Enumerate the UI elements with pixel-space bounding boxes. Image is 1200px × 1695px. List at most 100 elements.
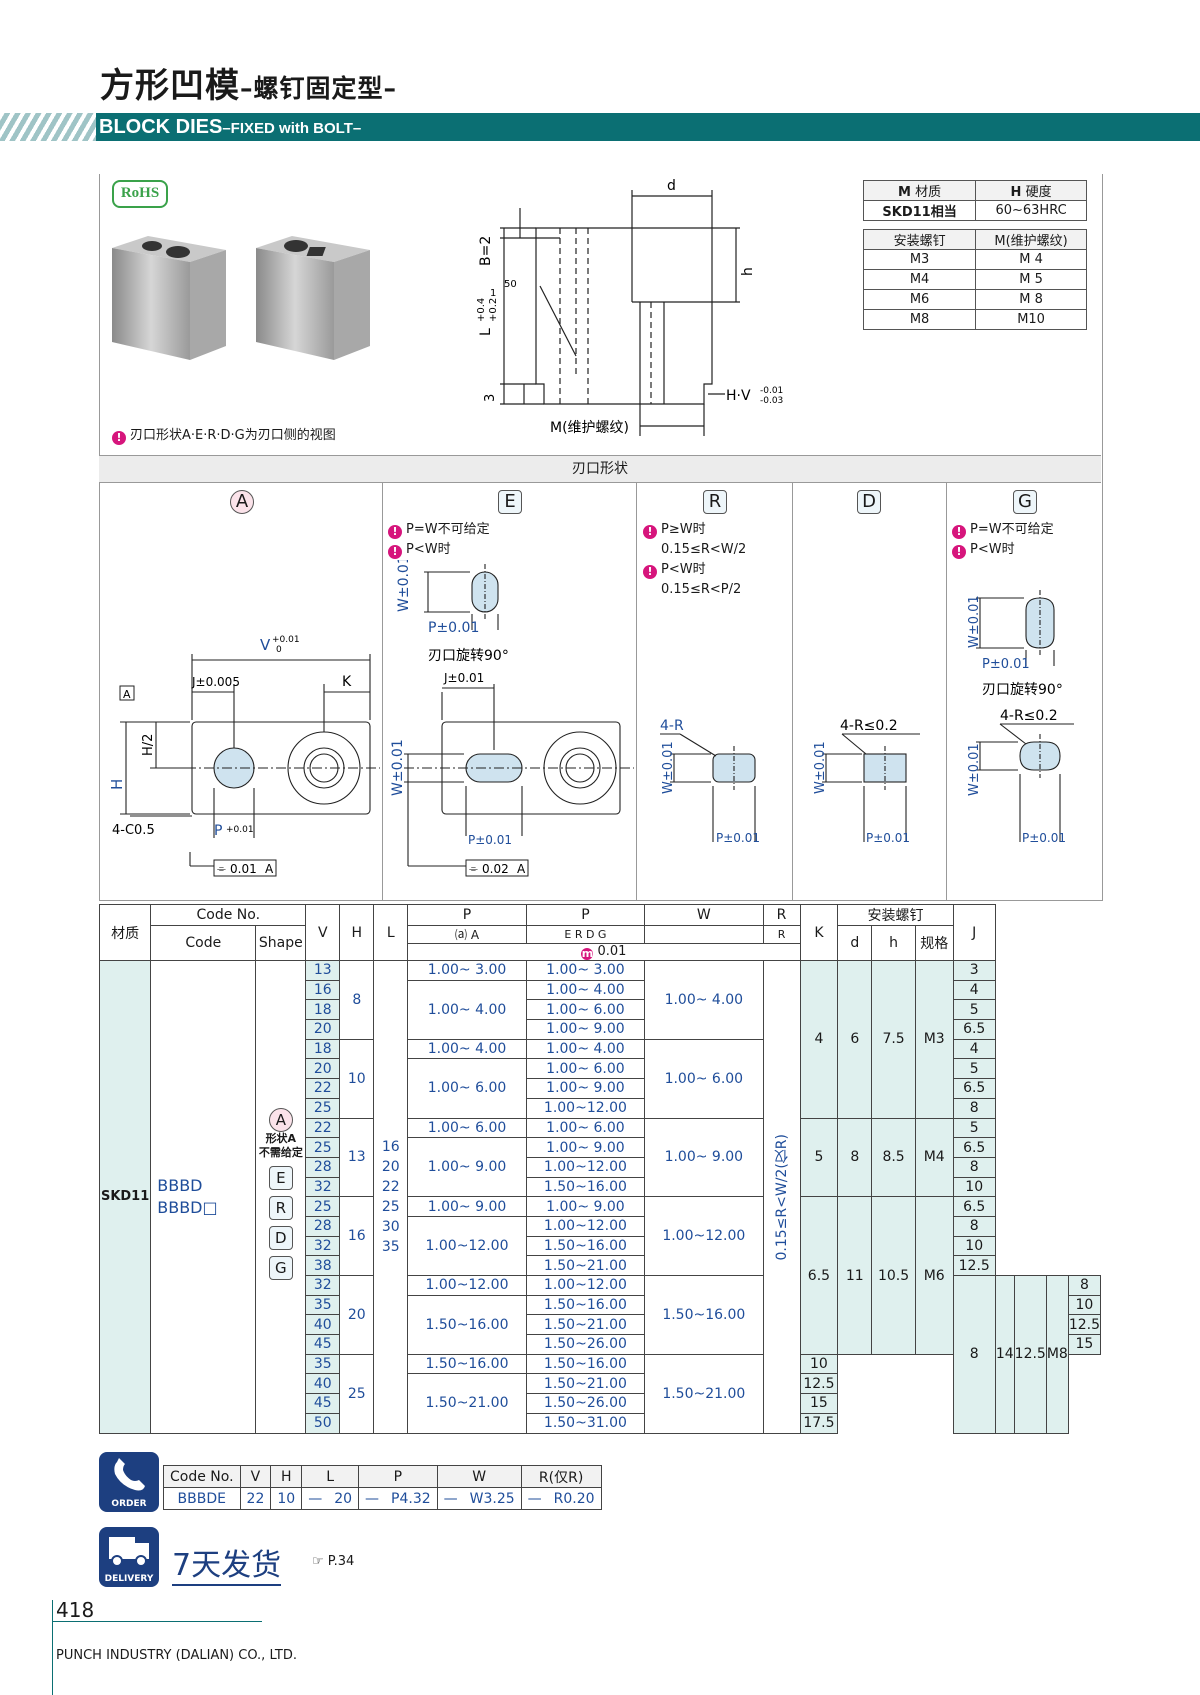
shape-g-label: G: [1013, 490, 1037, 514]
shape-e-label: E: [498, 490, 522, 514]
shape-d-label: D: [857, 490, 881, 514]
svg-text:0.01: 0.01: [230, 862, 257, 876]
table-cell: 0.15≤R<W/2(仅R): [762, 960, 801, 1434]
table-cell: 12.5: [799, 1373, 839, 1395]
table-header-cell: P: [525, 904, 646, 926]
table-header-cell: 安装螺钉: [837, 904, 954, 926]
table-header-cell: L: [373, 904, 409, 961]
shape-d-drawing: 4-R≤0.2 W±0.01 P±0.01: [813, 718, 920, 845]
table-cell: 1.00~ 4.00: [407, 979, 527, 1040]
table-cell: 8: [1067, 1275, 1102, 1296]
divider: [792, 482, 793, 900]
table-cell: 20: [339, 1275, 375, 1355]
svg-text:W±0.01: W±0.01: [661, 741, 676, 794]
table-cell: 1.00~ 9.00: [407, 1196, 527, 1217]
table-cell: 20: [305, 1058, 341, 1080]
table-cell: 25: [305, 1196, 341, 1217]
table-cell: 10: [952, 1176, 996, 1198]
block-photo-1: [112, 236, 226, 360]
svg-text:4-R≤0.2: 4-R≤0.2: [1000, 708, 1058, 724]
table-cell: 13: [305, 960, 341, 981]
svg-text:1: 1: [490, 288, 496, 299]
svg-text:⌯: ⌯: [469, 862, 478, 875]
table-cell: SKD11: [98, 960, 152, 1434]
table-cell: 1.00~12.00: [525, 1275, 646, 1296]
svg-text:A: A: [265, 862, 274, 876]
table-cell: 1.00~ 6.00: [525, 1058, 646, 1080]
table-cell: 1.00~ 6.00: [644, 1038, 764, 1119]
table-cell: 1.00~12.00: [525, 1097, 646, 1119]
company-name: PUNCH INDUSTRY (DALIAN) CO., LTD.: [56, 1648, 297, 1663]
svg-text:P±0.01: P±0.01: [982, 657, 1030, 672]
table-cell: 3: [952, 960, 996, 981]
table-header-cell: Shape: [255, 925, 307, 961]
side-view-drawing: d B=2 h L +0.4 +0.2 50 1 3 H·V -0.01 -0.…: [476, 178, 783, 436]
table-cell: 1.00~12.00: [644, 1196, 764, 1276]
table-cell: 18: [305, 999, 341, 1021]
table-cell: 20: [305, 1019, 341, 1040]
delivery-icon: DELIVERY: [99, 1527, 159, 1587]
table-cell: 1.00~12.00: [525, 1156, 646, 1178]
table-cell: 32: [305, 1235, 341, 1257]
table-header-cell: d: [837, 925, 873, 961]
svg-text:W±0.01: W±0.01: [967, 595, 982, 648]
svg-text:M(维护螺纹): M(维护螺纹): [550, 420, 629, 436]
table-header-cell: Code: [150, 925, 257, 961]
divider: [636, 482, 637, 900]
svg-text:4-R≤0.2: 4-R≤0.2: [840, 718, 898, 734]
table-cell: 5: [952, 1058, 996, 1080]
page-title: 方形凹模–螺钉固定型–: [100, 66, 398, 106]
table-cell: 1.00~ 9.00: [525, 1019, 646, 1040]
svg-text:H/2: H/2: [141, 734, 156, 756]
divider: [946, 482, 947, 900]
svg-text:P±0.01: P±0.01: [468, 833, 512, 847]
table-cell: 1.50~21.00: [407, 1373, 527, 1434]
table-cell: 1.50~21.00: [525, 1314, 646, 1336]
svg-text:+0.4: +0.4: [476, 298, 487, 322]
table-cell: 8: [952, 1215, 996, 1237]
table-cell: 17.5: [799, 1412, 839, 1434]
table-cell: 13: [339, 1117, 375, 1198]
table-cell: 6.5: [952, 1019, 996, 1040]
table-cell: 6.5: [952, 1196, 996, 1217]
svg-text:W±0.01: W±0.01: [813, 741, 828, 794]
svg-text:A: A: [123, 688, 131, 701]
title-band-stripes: [0, 113, 96, 141]
table-cell: 10: [1067, 1294, 1102, 1316]
table-header-cell: R: [762, 904, 801, 926]
table-cell: 1.00~ 9.00: [525, 1196, 646, 1217]
table-cell: 1.50~16.00: [525, 1353, 646, 1375]
table-cell: 15: [799, 1393, 839, 1414]
shape-a-label: A: [230, 490, 254, 514]
table-cell: 32: [305, 1275, 341, 1296]
table-cell: 1.00~ 4.00: [525, 979, 646, 1001]
table-cell: 6: [837, 960, 873, 1119]
table-cell: 4: [952, 1038, 996, 1060]
table-cell: 12.5: [1013, 1275, 1047, 1434]
table-cell: M3: [914, 960, 954, 1119]
svg-text:h: h: [740, 267, 756, 276]
table-cell: 40: [305, 1373, 341, 1395]
table-cell: 10: [339, 1038, 375, 1119]
shape-r-notes: !P≥W时 0.15≤R<W/2 !P<W时 0.15≤R<P/2: [643, 520, 746, 600]
table-cell: 25: [305, 1137, 341, 1158]
table-cell: 8: [952, 1275, 996, 1434]
svg-text:H·V: H·V: [726, 388, 751, 404]
svg-text:W±0.01: W±0.01: [396, 560, 412, 612]
shape-e-drawing: W±0.01 P±0.01 刃口旋转90° J±0.01 W±0.01 P±0.…: [390, 560, 634, 877]
svg-text:3: 3: [483, 394, 498, 402]
svg-text:L: L: [478, 328, 494, 336]
table-cell: M8: [1045, 1275, 1069, 1434]
svg-text:4-C0.5: 4-C0.5: [112, 823, 155, 838]
table-cell: 1.50~16.00: [407, 1294, 527, 1355]
rohs-badge: RoHS: [112, 180, 168, 208]
